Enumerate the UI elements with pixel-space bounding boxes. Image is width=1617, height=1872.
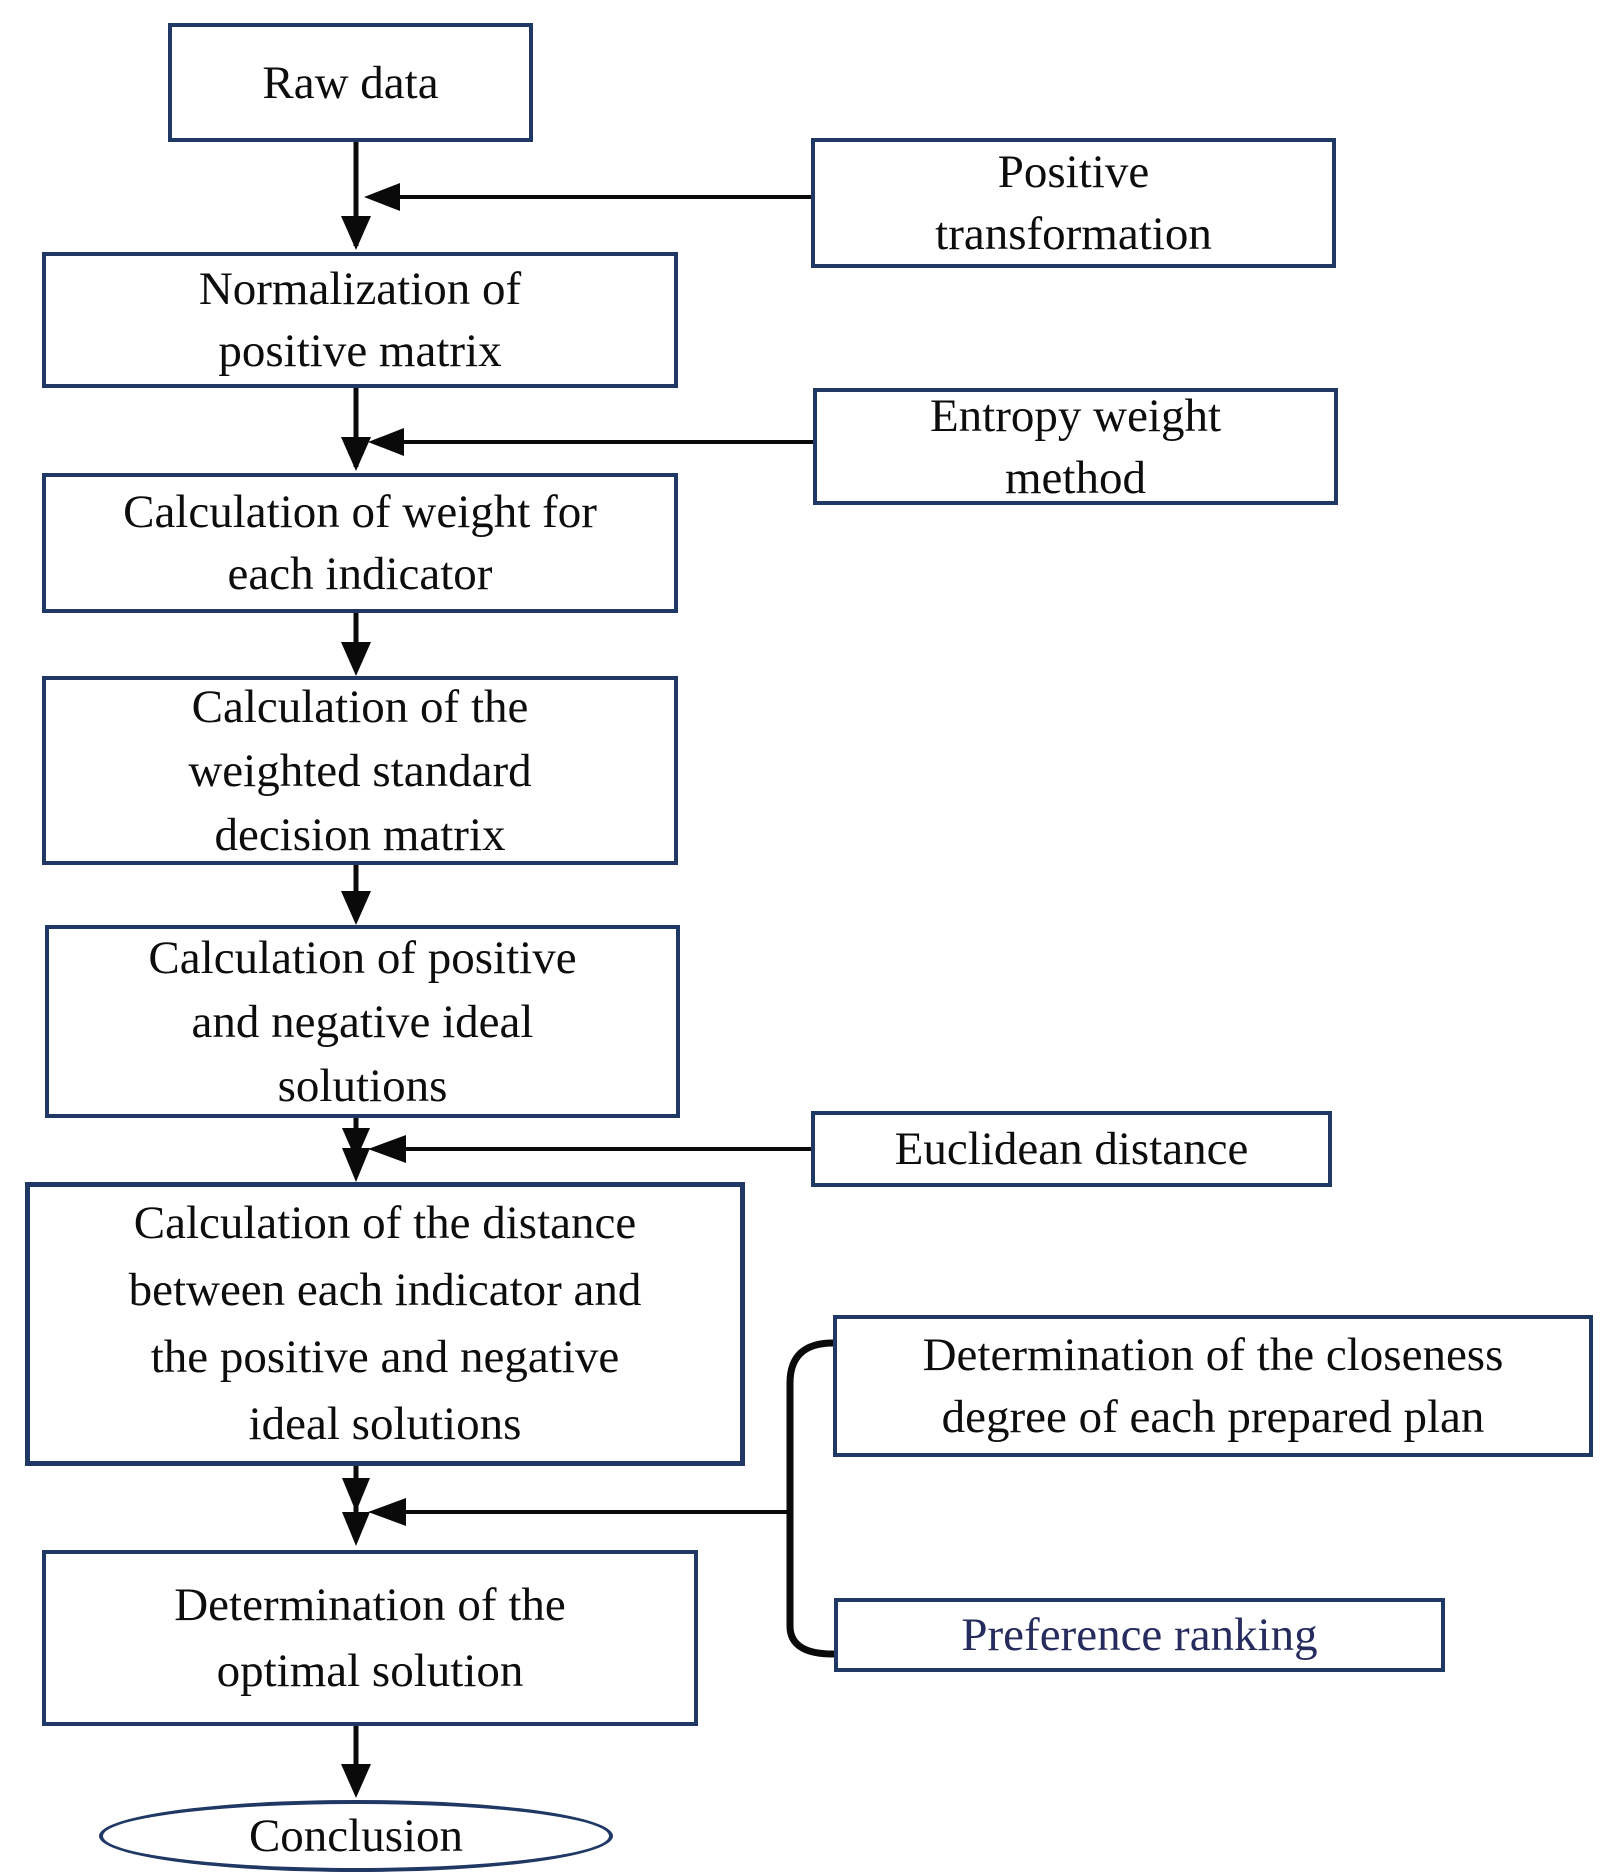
- node-entropy-weight-method-label: Entropy weight method: [929, 389, 1222, 504]
- node-calculation-of-weight: Calculation of weight for each indicator: [42, 473, 678, 613]
- arrowhead-solutions-to-distance-end: [342, 1148, 370, 1182]
- node-closeness-degree-label: Determination of the closeness degree of…: [922, 1329, 1504, 1443]
- arrowhead-distance-to-optimal-end: [342, 1512, 370, 1546]
- arrowhead-calcweight-to-weighted: [341, 642, 371, 676]
- bracket-closeness-preference: [786, 1339, 837, 1658]
- arrowhead-entropy-method: [368, 428, 404, 456]
- node-calculation-of-weight-label: Calculation of weight for each indicator: [123, 486, 597, 600]
- node-distance-calculation: Calculation of the distance between each…: [25, 1182, 745, 1466]
- node-preference-ranking-label: Preference ranking: [961, 1609, 1318, 1661]
- arrowhead-euclidean-distance: [368, 1135, 406, 1163]
- node-raw-data-label: Raw data: [262, 56, 439, 109]
- node-euclidean-distance-label: Euclidean distance: [894, 1123, 1249, 1175]
- node-distance-calculation-label: Calculation of the distance between each…: [128, 1197, 642, 1450]
- arrowhead-normalization-to-calcweight: [341, 437, 371, 471]
- node-normalization-label: Normalization of positive matrix: [198, 263, 522, 377]
- node-conclusion-label: Conclusion: [248, 1810, 464, 1862]
- node-weighted-standard-matrix: Calculation of the weighted standard dec…: [42, 676, 678, 865]
- arrowhead-closeness-preference: [368, 1498, 406, 1526]
- arrowhead-raw-to-normalization: [341, 216, 371, 250]
- node-ideal-solutions: Calculation of positive and negative ide…: [45, 925, 680, 1118]
- node-euclidean-distance: Euclidean distance: [811, 1111, 1332, 1187]
- node-closeness-degree: Determination of the closeness degree of…: [833, 1315, 1593, 1457]
- arrowhead-distance-to-optimal-mid: [342, 1478, 370, 1512]
- arrowhead-weighted-to-solutions: [341, 891, 371, 925]
- node-positive-transformation-label: Positive transformation: [935, 146, 1212, 260]
- node-optimal-solution-label: Determination of the optimal solution: [174, 1579, 566, 1697]
- node-optimal-solution: Determination of the optimal solution: [42, 1550, 698, 1726]
- node-preference-ranking: Preference ranking: [834, 1598, 1445, 1672]
- node-ideal-solutions-label: Calculation of positive and negative ide…: [148, 931, 577, 1112]
- arrowhead-optimal-to-conclusion: [341, 1764, 371, 1798]
- node-normalization: Normalization of positive matrix: [42, 252, 678, 388]
- arrowhead-positive-transformation: [364, 183, 400, 211]
- node-weighted-standard-matrix-label: Calculation of the weighted standard dec…: [188, 680, 532, 861]
- arrowhead-solutions-to-distance-mid: [342, 1128, 370, 1160]
- node-raw-data: Raw data: [168, 23, 533, 142]
- node-positive-transformation: Positive transformation: [811, 138, 1336, 268]
- node-conclusion: Conclusion: [99, 1800, 613, 1872]
- node-entropy-weight-method: Entropy weight method: [813, 388, 1338, 505]
